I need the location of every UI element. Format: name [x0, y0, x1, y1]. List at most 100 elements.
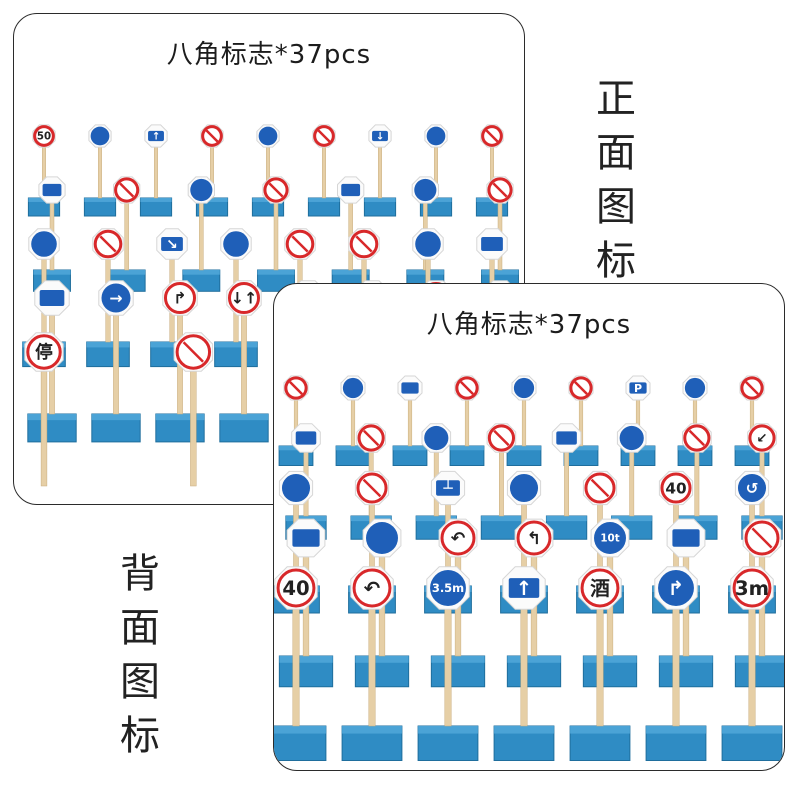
block-top-face	[150, 342, 194, 348]
sign-symbol-label: 50	[37, 132, 51, 143]
block-top-face	[219, 414, 269, 421]
back-card-title: 八角标志*37pcs	[426, 310, 632, 340]
sign-face	[258, 126, 278, 146]
back-label-char: 背	[120, 551, 160, 597]
sign-symbol-label: ↶	[451, 529, 466, 549]
block-top-face	[406, 270, 444, 275]
block-top-face	[570, 726, 630, 734]
sign-face	[39, 290, 65, 306]
sign-symbol-label: ↑	[516, 577, 532, 600]
sign-slash	[574, 381, 588, 395]
sign-symbol-label: ↱	[668, 577, 684, 600]
sign-face	[594, 522, 626, 554]
sign-face	[580, 568, 620, 608]
block-top-face	[676, 516, 718, 522]
sign-face	[426, 126, 446, 146]
sign-row: 40↶3.5m↑酒↱3m	[274, 566, 783, 761]
sign-face	[90, 126, 110, 146]
sign-face	[352, 568, 392, 608]
block-top-face	[308, 198, 340, 202]
block-top-face	[583, 656, 637, 663]
sign-symbol-label: 3.5m	[432, 581, 464, 595]
front-label-char: 图	[596, 184, 636, 230]
sign-face	[508, 578, 540, 598]
block-top-face	[416, 516, 457, 522]
front-label-char: 面	[596, 130, 636, 176]
sign-slash	[493, 429, 510, 447]
sign-slash	[590, 478, 610, 498]
block-top-face	[336, 446, 370, 451]
sign-face	[629, 382, 647, 394]
sign-face	[148, 130, 164, 142]
block-top-face	[274, 726, 326, 734]
sign-face	[341, 183, 361, 197]
block-top-face	[481, 516, 522, 522]
back-label-char: 图	[120, 659, 160, 705]
sign-slash	[688, 429, 705, 447]
sign-face	[737, 473, 767, 503]
sign-slash	[355, 235, 373, 253]
sign-face	[516, 520, 552, 556]
sign-symbol-label: 40	[665, 479, 686, 497]
block-top-face	[342, 726, 402, 734]
block-top-face	[84, 198, 116, 202]
sign-face	[440, 520, 476, 556]
sign-row: 50↑↓	[27, 124, 509, 217]
block-top-face	[420, 198, 452, 202]
sign-slash	[362, 478, 382, 498]
wooden-pole	[40, 351, 48, 487]
sign-symbol-label: ↓↑	[231, 289, 257, 308]
back-side-label: 背 面 图 标	[120, 547, 160, 763]
sign-slash	[99, 235, 117, 253]
sign-symbol-label: 停	[35, 341, 53, 363]
sign-face	[161, 236, 183, 252]
block-top-face	[279, 656, 333, 663]
sign-face	[31, 231, 57, 257]
sign-face	[342, 377, 364, 399]
block-top-face	[659, 656, 713, 663]
sign-symbol-label: ↙	[756, 432, 767, 447]
block-top-face	[393, 446, 427, 451]
block-top-face	[546, 516, 587, 522]
sign-slash	[745, 381, 759, 395]
sign-symbol-label: ↱	[173, 289, 186, 308]
block-top-face	[364, 198, 396, 202]
sign-symbol-label: 酒	[590, 577, 610, 600]
block-top-face	[450, 446, 484, 451]
block-top-face	[27, 414, 77, 421]
block-top-face	[481, 270, 519, 275]
sign-face	[26, 334, 62, 370]
sign-face	[748, 424, 776, 452]
sign-face	[430, 570, 466, 606]
block-top-face	[564, 446, 598, 451]
sign-face	[414, 178, 437, 202]
sign-face	[292, 529, 320, 547]
sign-face	[619, 425, 644, 451]
block-top-face	[722, 726, 782, 734]
block-top-face	[355, 656, 409, 663]
block-top-face	[33, 270, 71, 275]
sign-face	[190, 178, 213, 202]
sign-slash	[289, 381, 303, 395]
sign-face	[424, 425, 449, 451]
block-top-face	[182, 270, 220, 275]
sign-slash	[182, 341, 204, 363]
sign-slash	[205, 129, 219, 143]
sign-face	[684, 377, 706, 399]
front-side-label: 正 面 图 标	[596, 72, 636, 288]
sign-face	[281, 473, 311, 503]
sign-face	[513, 377, 535, 399]
front-label-char: 正	[596, 76, 636, 122]
block-top-face	[332, 270, 370, 275]
block-top-face	[155, 414, 205, 421]
block-top-face	[494, 726, 554, 734]
block-top-face	[91, 414, 141, 421]
sign-symbol-label: 40	[282, 577, 309, 600]
sign-face	[227, 281, 261, 315]
sign-face	[556, 431, 577, 445]
sign-symbol-label: P	[634, 382, 642, 395]
sign-face	[366, 522, 398, 554]
sign-slash	[119, 182, 135, 198]
sign-face	[672, 529, 700, 547]
front-label-char: 标	[596, 238, 636, 284]
